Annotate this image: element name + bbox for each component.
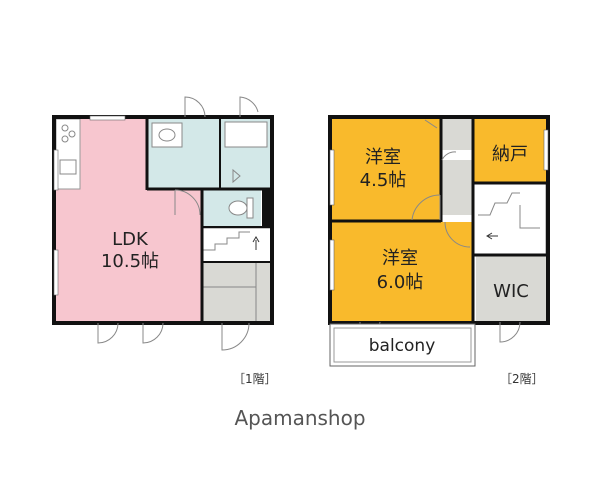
floor-2-plan: balcony 洋室 4.5帖 洋室 6.0帖 納戸 WIC ［2階］ — [328, 115, 550, 386]
window — [329, 149, 335, 206]
bathtub — [224, 121, 268, 148]
room1-title: 洋室 — [365, 147, 401, 168]
window — [53, 149, 59, 191]
wic-label: WIC — [493, 281, 529, 302]
nando-room — [474, 118, 546, 182]
ldk-room — [55, 118, 202, 322]
washbasin-bowl — [158, 128, 176, 142]
window — [329, 239, 335, 291]
room2-size: 6.0帖 — [377, 272, 424, 293]
western-room-6-0 — [332, 222, 472, 322]
stove-burner — [68, 130, 76, 138]
ldk-title: LDK — [112, 229, 149, 250]
closet-mid — [442, 160, 472, 215]
floor2-label: ［2階］ — [500, 371, 544, 386]
closet-upper — [442, 118, 472, 150]
door-swings-floor1 — [97, 96, 259, 351]
toilet-tank — [246, 197, 254, 219]
nando-label: 納戸 — [492, 144, 528, 165]
balcony — [329, 323, 476, 367]
ldk-size: 10.5帖 — [101, 251, 159, 272]
room2-title: 洋室 — [382, 248, 418, 269]
toilet-bowl — [228, 200, 248, 216]
sink — [59, 159, 77, 175]
storage-floor1 — [203, 263, 271, 321]
wall-block — [262, 190, 272, 226]
wic-room — [476, 256, 546, 322]
washbasin — [151, 122, 183, 148]
balcony-label: balcony — [369, 336, 436, 356]
stairs-floor1 — [202, 227, 272, 263]
western-room-4-5 — [332, 118, 440, 220]
floor1-label: ［1階］ — [233, 371, 277, 386]
brand-logo: Apamanshop — [234, 406, 365, 430]
window — [89, 115, 126, 121]
stove-burner — [61, 124, 69, 132]
stove-burner — [61, 135, 69, 143]
floor-1-plan: LDK 10.5帖 ［1階］ — [52, 96, 277, 386]
stairs-floor2 — [473, 183, 547, 255]
balcony-rail — [333, 327, 472, 363]
window — [53, 249, 59, 296]
window — [543, 129, 549, 171]
room1-size: 4.5帖 — [360, 170, 407, 191]
